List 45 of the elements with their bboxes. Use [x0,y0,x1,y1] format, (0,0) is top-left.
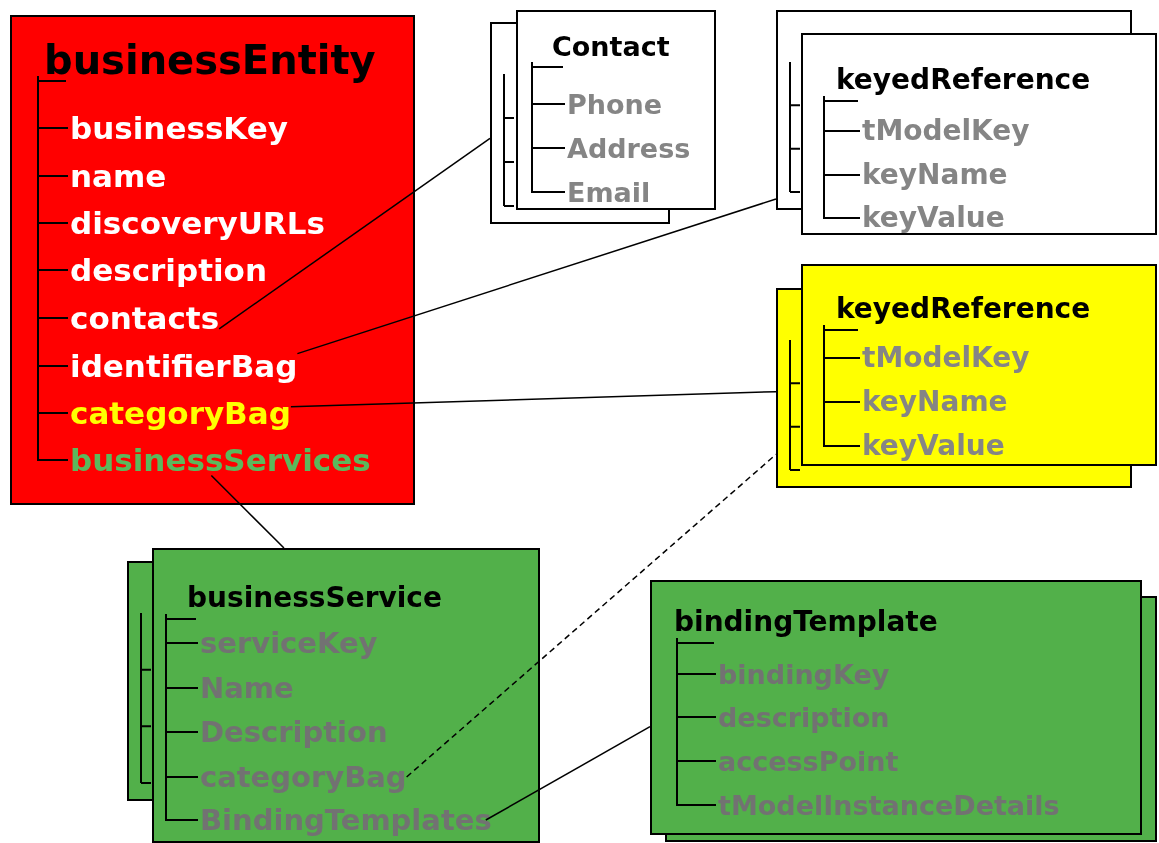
stacked-card [127,548,540,843]
connector-line [210,474,285,549]
connector-line [218,137,491,330]
card-title: keyedReference [836,295,1091,323]
field-name: Address [567,134,691,162]
field-name: tModelKey [862,344,1030,372]
field-name: BindingTemplates [200,805,492,835]
tree-connector [676,637,717,806]
connector-line [290,390,777,408]
field-name: Email [567,178,651,206]
field-name: keyValue [862,432,1005,460]
field-name: identifierBag [70,350,298,382]
card-title: businessService [187,584,442,612]
field-name: contacts [70,302,220,334]
field-name: businessKey [70,112,289,144]
field-name: Description [200,717,388,747]
field-name: accessPoint [718,747,899,775]
stacked-card [776,10,1157,235]
entity-card [10,15,415,505]
card-title: keyedReference [836,66,1091,94]
field-name: tModelKey [862,117,1030,145]
field-name: Name [200,673,294,703]
field-name: description [70,254,267,286]
stacked-card [776,264,1157,488]
field-name: keyName [862,388,1008,416]
field-name: keyValue [862,204,1005,232]
field-name: Phone [567,90,663,118]
card-title: bindingTemplate [674,608,938,636]
tree-connector [823,324,861,447]
field-name: bindingKey [718,660,890,688]
stacked-card [650,580,1157,842]
field-name: categoryBag [70,397,291,429]
tree-connector [531,61,566,193]
connector-line [296,198,777,355]
card-title: Contact [552,32,670,60]
field-name: tModelInstanceDetails [718,791,1060,819]
field-name: businessServices [70,444,371,476]
field-name: name [70,160,167,192]
connector-line [485,725,651,821]
field-name: serviceKey [200,628,378,658]
stacked-card [490,10,716,224]
field-name: categoryBag [200,762,407,792]
field-name: discoveryURLs [70,207,325,239]
field-name: description [718,703,890,731]
field-name: keyName [862,161,1008,189]
